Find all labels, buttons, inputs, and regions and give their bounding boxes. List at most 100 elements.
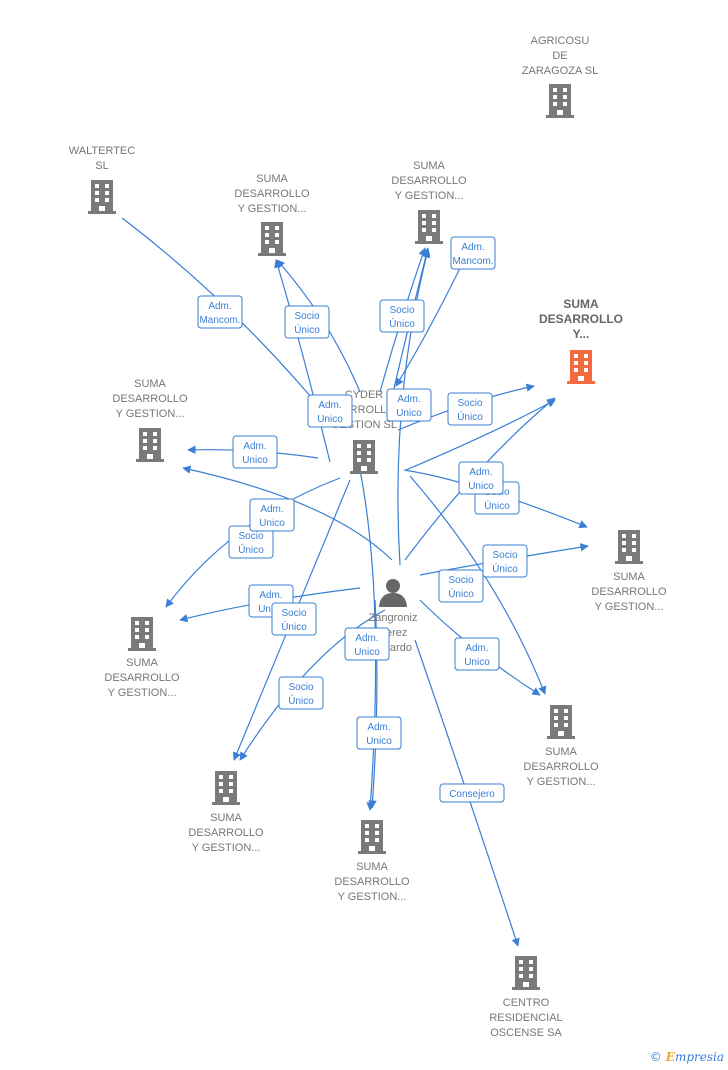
relation-label: Unico — [366, 736, 392, 747]
building-icon — [358, 820, 386, 854]
copyright-icon: © — [649, 1050, 662, 1064]
node-suma2[interactable]: SUMA DESARROLLO Y GESTION... — [391, 160, 467, 244]
node-label: ZARAGOZA SL — [522, 65, 598, 77]
node-label: Y GESTION... — [108, 687, 177, 699]
relation-label: Mancom. — [452, 256, 493, 267]
relation-label: Socio — [448, 575, 473, 586]
node-label: DE — [552, 50, 567, 62]
node-label: SUMA — [126, 657, 158, 669]
relation-label: Unico — [468, 481, 494, 492]
relation-badge[interactable]: Adm.Unico — [386, 388, 432, 422]
edge-10 — [405, 399, 556, 471]
relation-badge[interactable]: Adm.Mancom. — [197, 295, 243, 329]
relation-badge[interactable]: Adm. Unico — [458, 461, 504, 495]
node-label: Y GESTION... — [192, 842, 261, 854]
node-suma_hl[interactable]: SUMADESARROLLOY... — [539, 297, 623, 384]
relation-label: Adm. — [465, 643, 488, 654]
building-icon — [415, 210, 443, 244]
relation-label: Unico — [464, 657, 490, 668]
edge-21 — [359, 469, 377, 811]
relation-label: Socio — [238, 531, 263, 542]
relation-label: Único — [448, 587, 474, 600]
relation-label: Socio — [389, 305, 414, 316]
relation-badge[interactable]: Adm. Unico — [454, 637, 500, 671]
building-icon — [88, 180, 116, 214]
node-label: SUMA — [613, 571, 645, 583]
node-label: Y GESTION... — [595, 601, 664, 613]
node-suma_lowleft[interactable]: SUMA DESARROLLO Y GESTION... — [104, 617, 180, 699]
node-suma_right[interactable]: SUMA DESARROLLO Y GESTION... — [591, 530, 667, 613]
relation-label: Unico — [317, 414, 343, 425]
relation-label: Único — [457, 410, 483, 423]
brand-initial: E — [665, 1050, 675, 1064]
node-label: SUMA — [356, 861, 388, 873]
relation-label: Único — [492, 562, 518, 575]
relation-label: Unico — [396, 408, 422, 419]
relation-label: Socio — [492, 550, 517, 561]
relation-badge[interactable]: Adm. Unico — [356, 716, 402, 750]
relation-badge[interactable]: Adm. Mancom. — [450, 236, 496, 270]
building-icon — [128, 617, 156, 651]
node-label: RESIDENCIAL — [489, 1012, 562, 1024]
node-label: DESARROLLO — [104, 672, 180, 684]
node-label: Y GESTION... — [395, 190, 464, 202]
building-icon — [512, 956, 540, 990]
relation-label: Adm. — [260, 504, 283, 515]
relation-label: Unico — [258, 604, 284, 615]
relation-badge[interactable]: Adm.Unico — [344, 627, 390, 661]
relation-label: Único — [238, 543, 264, 556]
relation-label: Adm. — [367, 722, 390, 733]
node-label: SUMA — [413, 160, 445, 172]
relation-badge[interactable]: Adm.Unico — [249, 498, 295, 532]
relation-badge[interactable]: Consejero — [439, 783, 505, 803]
node-agricosu[interactable]: AGRICOSU DE ZARAGOZA SL — [522, 35, 598, 118]
relation-label: Adm. — [461, 242, 484, 253]
relation-label: Adm. — [469, 467, 492, 478]
relation-badge[interactable]: Adm.Unico — [232, 435, 278, 469]
node-label: WALTERTEC — [69, 145, 135, 157]
node-label: SUMA — [134, 378, 166, 390]
relation-label: Adm. — [259, 590, 282, 601]
edge-20 — [368, 599, 378, 809]
building-icon — [546, 84, 574, 118]
node-label: DESARROLLO — [234, 188, 310, 200]
building-icon — [615, 530, 643, 564]
edge-4 — [274, 259, 331, 463]
edge-17 — [409, 475, 547, 695]
node-label: Y... — [573, 327, 590, 341]
brand-name: mpresia — [674, 1050, 724, 1064]
node-label: DESARROLLO — [112, 393, 188, 405]
relation-label: Unico — [354, 647, 380, 658]
node-label: Y GESTION... — [527, 776, 596, 788]
relation-label: Socio — [288, 682, 313, 693]
node-label: SUMA — [545, 746, 577, 758]
edge-18 — [239, 609, 386, 761]
node-label: DESARROLLO — [391, 175, 467, 187]
node-label: DESARROLLO — [591, 586, 667, 598]
building-icon — [136, 428, 164, 462]
relation-badge[interactable]: Adm.Unico — [307, 394, 353, 428]
building-icon — [567, 350, 595, 384]
relation-label: Único — [484, 499, 510, 512]
node-label: Y GESTION... — [238, 203, 307, 215]
relation-label: Socio — [294, 311, 319, 322]
building-icon — [212, 771, 240, 805]
relation-label: Único — [389, 317, 415, 330]
node-label: AGRICOSU — [531, 35, 590, 47]
